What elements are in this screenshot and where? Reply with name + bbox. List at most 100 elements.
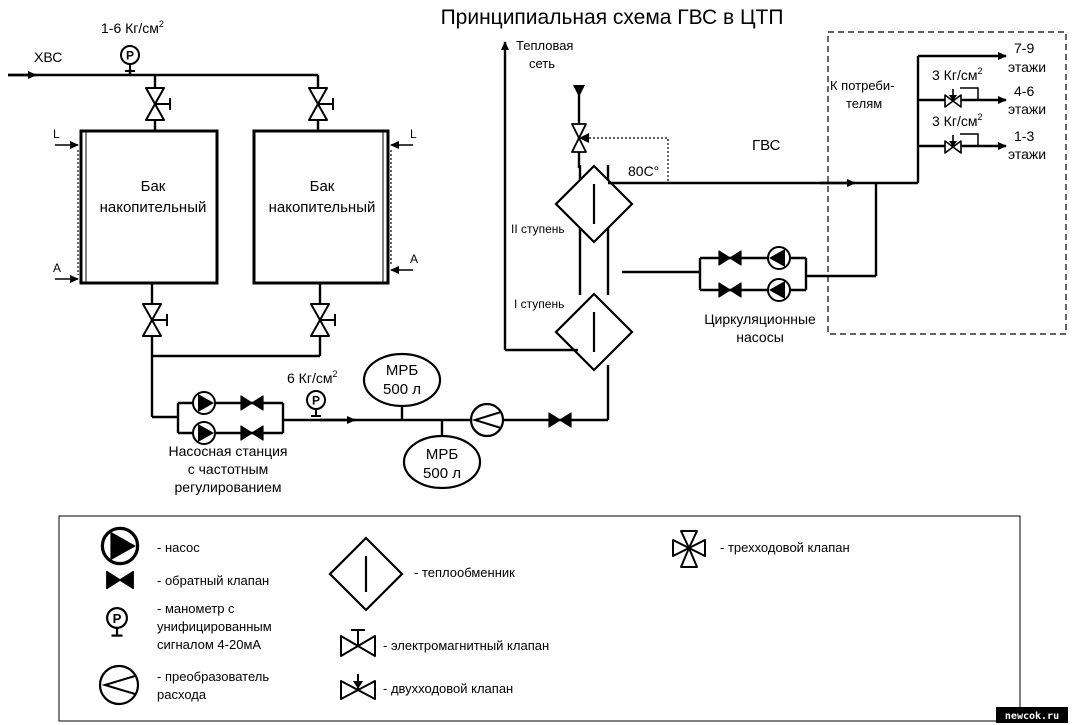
svg-text:Циркуляционные: Циркуляционные: [704, 311, 816, 327]
legend-pump: - насос: [100, 526, 200, 566]
solenoid-valve-icon: [310, 303, 336, 337]
svg-text:- манометр с: - манометр с: [157, 601, 235, 616]
svg-text:Тепловая: Тепловая: [516, 38, 573, 53]
check-valve-icon: [718, 250, 742, 266]
legend-solenoid-valve: - электромагнитный клапан: [340, 629, 549, 657]
flow-converter-icon: [469, 402, 505, 438]
svg-text:Насосная станция: Насосная станция: [168, 443, 287, 459]
svg-text:этажи: этажи: [1008, 146, 1046, 162]
svg-text:Бак: Бак: [141, 178, 166, 195]
svg-text:newcok.ru: newcok.ru: [1005, 711, 1059, 722]
svg-text:с частотным: с частотным: [188, 461, 269, 477]
two-way-valve-icon[interactable]: [944, 88, 962, 108]
heat-exchanger-stage1: [554, 292, 634, 372]
diagram-title: Принципиальная схема ГВС в ЦТП: [441, 6, 784, 29]
svg-text:МРБ: МРБ: [426, 446, 459, 463]
flow-converter-icon: [98, 664, 140, 706]
svg-text:3 Кг/см2: 3 Кг/см2: [932, 112, 982, 129]
svg-text:7-9: 7-9: [1014, 40, 1034, 56]
tank1-outlet-valve[interactable]: [142, 303, 168, 337]
storage-tank-2: Бак накопительный L A: [252, 127, 418, 285]
svg-text:Бак: Бак: [310, 178, 335, 195]
pump-icon[interactable]: [192, 391, 216, 415]
watermark: newcok.ru: [996, 707, 1068, 723]
svg-text:1-3: 1-3: [1014, 128, 1034, 144]
svg-text:- трехходовой клапан: - трехходовой клапан: [720, 540, 850, 555]
solenoid-valve-icon: [340, 629, 376, 657]
pump-icon: [100, 526, 140, 566]
svg-text:L: L: [53, 127, 60, 141]
pump-station: Насосная станция с частотным регулирован…: [150, 388, 288, 495]
svg-text:3 Кг/см2: 3 Кг/см2: [932, 66, 982, 83]
svg-text:регулированием: регулированием: [175, 479, 282, 495]
pump-icon[interactable]: [767, 246, 791, 270]
svg-text:4-6: 4-6: [1014, 83, 1034, 99]
svg-text:накопительный: накопительный: [100, 199, 207, 216]
three-way-valve-icon: [672, 530, 706, 568]
svg-text:расхода: расхода: [157, 687, 207, 702]
solenoid-valve-icon: [145, 87, 171, 121]
manometer-icon: [120, 45, 140, 72]
membrane-tank-lower: МРБ 500 л: [402, 420, 482, 490]
circulation-pumps: Циркуляционные насосы: [622, 183, 878, 345]
manometer-pump: 6 Кг/см2: [287, 369, 337, 417]
svg-text:- преобразователь: - преобразователь: [157, 669, 269, 684]
legend: - насос - обратный клапан - манометр с у…: [58, 515, 1021, 722]
solenoid-valve-icon: [142, 303, 168, 337]
svg-text:МРБ: МРБ: [386, 362, 419, 379]
tank2-inlet-valve[interactable]: [308, 87, 334, 121]
svg-text:накопительный: накопительный: [269, 199, 376, 216]
legend-check-valve: - обратный клапан: [106, 570, 269, 590]
legend-two-way-valve: - двухходовой клапан: [340, 674, 513, 700]
svg-text:- обратный клапан: - обратный клапан: [157, 573, 269, 588]
manometer-top: 1-6 Кг/см2: [101, 19, 164, 75]
svg-text:- насос: - насос: [157, 540, 200, 555]
legend-three-way-valve: - трехходовой клапан: [672, 530, 850, 568]
heat-exchanger-icon: [554, 164, 634, 244]
svg-text:- теплообменник: - теплообменник: [414, 565, 515, 580]
svg-text:- двухходовой клапан: - двухходовой клапан: [383, 681, 513, 696]
consumers-zone: К потреби- телям 3 Кг/см2 3 Кг/см2 7-9 э…: [827, 31, 1067, 335]
legend-heat-exchanger: - теплообменник: [328, 536, 515, 612]
three-way-valve-icon[interactable]: [571, 123, 589, 153]
svg-text:A: A: [53, 261, 61, 275]
svg-text:телям: телям: [846, 96, 882, 111]
check-valve-icon: [240, 395, 264, 411]
svg-text:A: A: [410, 252, 418, 266]
heat-exchanger-icon: [554, 292, 634, 372]
heat-exchanger-stage2: [554, 164, 634, 244]
svg-text:500 л: 500 л: [423, 465, 461, 482]
hvs-label: ХВС: [34, 49, 62, 65]
svg-text:II ступень: II ступень: [511, 222, 565, 236]
gvs-label: ГВС: [752, 137, 781, 154]
heat-exchanger-icon: [328, 536, 404, 612]
membrane-tank-upper: МРБ 500 л: [362, 352, 442, 420]
two-way-valve-icon[interactable]: [944, 134, 962, 154]
svg-text:6 Кг/см2: 6 Кг/см2: [287, 369, 337, 386]
pump-icon[interactable]: [192, 421, 216, 445]
svg-text:унифицированным: унифицированным: [157, 619, 272, 634]
svg-text:сеть: сеть: [529, 56, 555, 71]
two-way-valve-icon: [340, 674, 376, 700]
svg-text:L: L: [410, 127, 417, 141]
legend-flow-converter: - преобразователь расхода: [98, 664, 269, 706]
legend-manometer: - манометр с унифицированным сигналом 4-…: [105, 601, 272, 652]
svg-text:500 л: 500 л: [383, 381, 421, 398]
heating-inlet: 80С°: [571, 85, 669, 183]
tank1-inlet-valve[interactable]: [145, 87, 171, 121]
svg-text:этажи: этажи: [1008, 59, 1046, 75]
svg-text:сигналом 4-20мА: сигналом 4-20мА: [157, 637, 261, 652]
svg-text:насосы: насосы: [736, 329, 784, 345]
svg-text:1-6 Кг/см2: 1-6 Кг/см2: [101, 19, 164, 36]
check-valve-icon: [548, 412, 572, 428]
solenoid-valve-icon: [308, 87, 334, 121]
svg-text:К потреби-: К потреби-: [830, 78, 894, 93]
manometer-icon: [306, 390, 326, 417]
storage-tank-1: Бак накопительный L A: [53, 127, 219, 285]
pump-icon[interactable]: [767, 278, 791, 302]
tank2-outlet-valve[interactable]: [310, 303, 336, 337]
svg-text:- электромагнитный клапан: - электромагнитный клапан: [383, 638, 549, 653]
svg-text:этажи: этажи: [1008, 101, 1046, 117]
check-valve-icon: [240, 425, 264, 441]
